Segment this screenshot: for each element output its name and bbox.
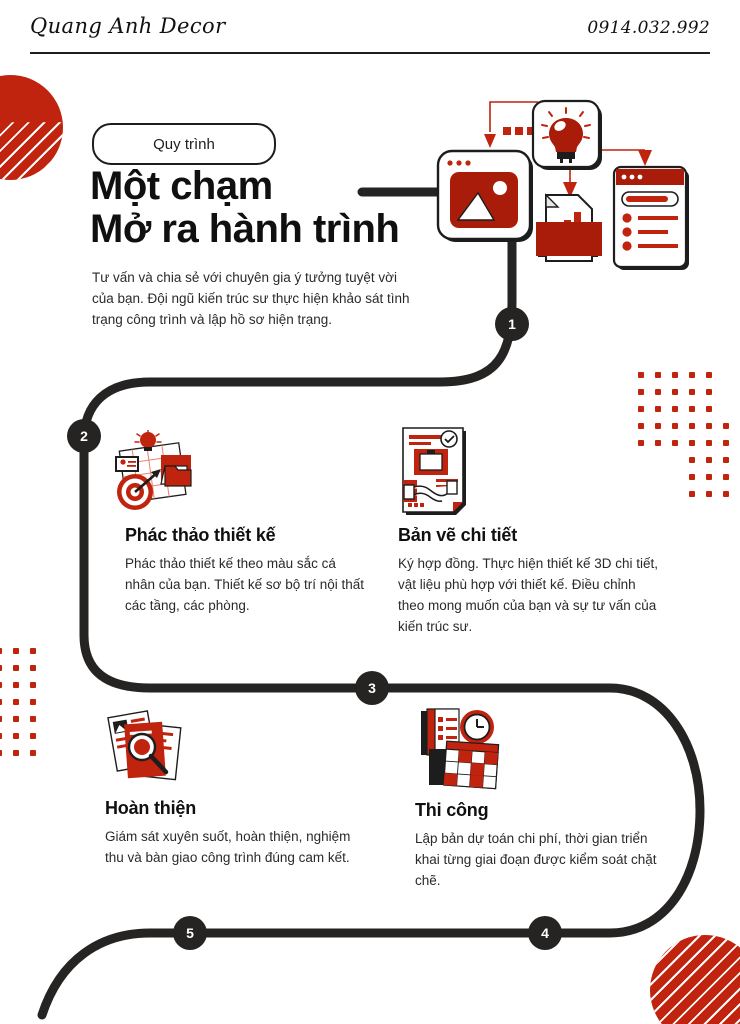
document-magnifier-icon [107, 710, 182, 781]
step-body: Phác thảo thiết kế theo màu sắc cá nhân … [125, 556, 365, 613]
hero-description: Tư vấn và chia sẻ với chuyên gia ý tưởng… [92, 270, 410, 327]
checklist-tablet-icon [612, 165, 689, 270]
step-body: Giám sát xuyên suốt, hoàn thiện, nghiệm … [105, 829, 351, 865]
step-badge-4[interactable]: 4 [528, 916, 562, 950]
page-title: Một chạm Mở ra hành trình [90, 164, 510, 252]
page-header: Quang Anh Decor 0914.032.992 [30, 14, 710, 38]
phone-number: 0914.032.992 [587, 18, 710, 38]
process-pill-label: Quy trình [153, 135, 215, 153]
step-badge-1[interactable]: 1 [495, 307, 529, 341]
calendar-clock-icon [421, 708, 500, 790]
step-body: Lập bản dự toán chi phí, thời gian triển… [415, 831, 657, 888]
page-title-line1: Một chạm [90, 164, 273, 208]
step-badge-2[interactable]: 2 [67, 419, 101, 453]
header-divider [30, 52, 710, 54]
step-title: Phác thảo thiết kế [125, 525, 276, 545]
lightbulb-card-icon [531, 99, 602, 170]
hero-icon-cluster [436, 99, 689, 270]
chart-document-folder-icon [536, 193, 602, 262]
step-title: Bản vẽ chi tiết [398, 525, 518, 545]
handshake-contract-icon [402, 427, 466, 515]
step-body: Ký hợp đồng. Thực hiện thiết kế 3D chi t… [398, 556, 659, 634]
page-title-line2: Mở ra hành trình [90, 207, 400, 252]
brand-name: Quang Anh Decor [30, 14, 226, 38]
target-blueprint-icon [115, 430, 192, 510]
process-pill: Quy trình [92, 123, 276, 165]
image-window-card-icon [436, 149, 533, 242]
step-title: Thi công [415, 800, 489, 820]
step-badge-5[interactable]: 5 [173, 916, 207, 950]
step-title: Hoàn thiện [105, 798, 196, 818]
step-badge-3[interactable]: 3 [355, 671, 389, 705]
